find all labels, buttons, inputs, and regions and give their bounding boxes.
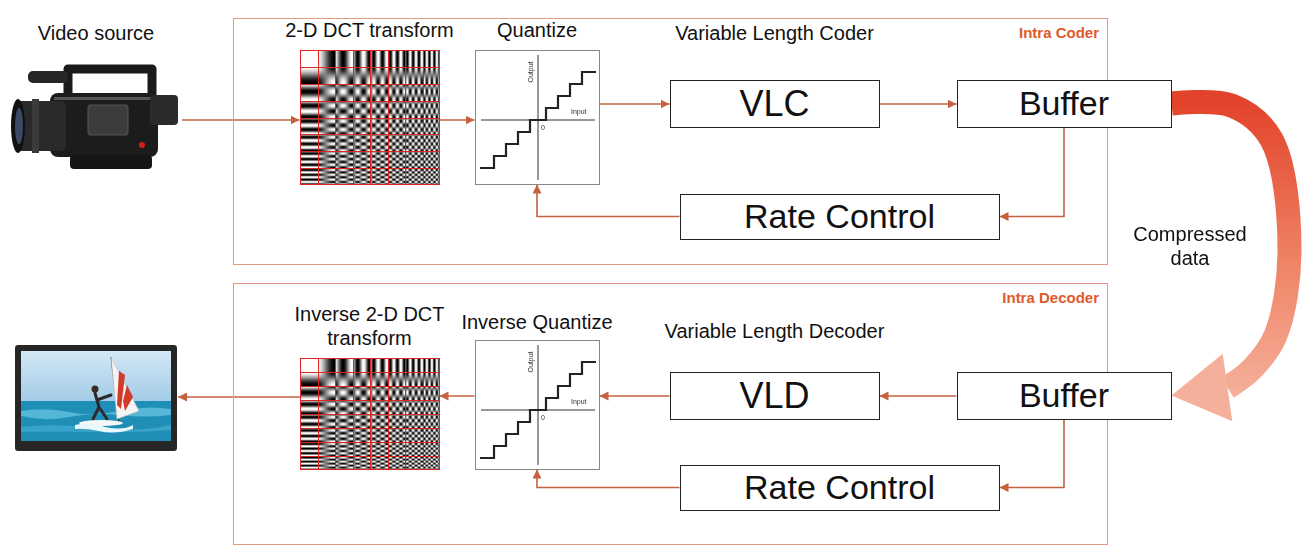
monitor-sky <box>21 351 171 441</box>
camera-illustration <box>10 55 182 190</box>
plot-frame <box>475 340 599 469</box>
connector <box>1000 420 1065 488</box>
camera-highlight <box>54 97 154 100</box>
monitor-bezel <box>15 345 177 451</box>
camera-lens-ring <box>32 99 39 153</box>
connector <box>600 396 670 397</box>
axis-label: Output <box>527 351 535 372</box>
dct-block: 2-D DCT transform <box>300 50 440 185</box>
block-heading: Video source <box>38 21 154 45</box>
coder-region: Intra Coder2-D DCT transformQuantizeVari… <box>233 18 1108 265</box>
block-heading: 2-D DCT transform <box>285 18 454 42</box>
surfer-head <box>92 386 99 393</box>
axis-label: Input <box>571 108 587 116</box>
axis-label: 0 <box>541 124 545 132</box>
quantizer-staircase <box>480 362 596 458</box>
sail <box>111 357 139 419</box>
connector-line <box>1000 128 1065 217</box>
dct-basis-image <box>300 358 440 470</box>
camera-microphone <box>28 71 68 83</box>
connector-line <box>440 395 475 397</box>
y-axis <box>537 345 538 465</box>
connector <box>440 396 475 397</box>
process-box: Variable Length DecoderVLD <box>670 372 880 420</box>
spray <box>75 423 133 432</box>
connector <box>537 185 680 217</box>
buffer-box: Buffer <box>957 372 1172 420</box>
connector-line <box>182 119 300 121</box>
monitor-sea <box>21 401 171 441</box>
decoder-region: Intra DecoderInverse 2-D DCT transformIn… <box>233 283 1108 545</box>
box-label: VLD <box>739 376 809 416</box>
box-label: Rate Control <box>744 198 935 235</box>
camera-lens-hood <box>11 99 25 153</box>
block-heading: Variable Length Decoder <box>665 319 885 343</box>
monitor-illustration <box>15 345 177 451</box>
plot-frame <box>475 50 599 184</box>
dct-basis-image <box>300 50 440 185</box>
camera-lens-glass <box>15 108 23 144</box>
process-box: Rate Control <box>680 194 1000 240</box>
buffer-box: Buffer <box>957 80 1172 128</box>
camera-body <box>50 93 158 157</box>
box-label: Buffer <box>1019 85 1109 122</box>
quantizer-block: Quantize <box>475 50 600 185</box>
connector <box>600 104 670 105</box>
axis-label: 0 <box>541 414 545 422</box>
sail-stripe <box>123 385 133 411</box>
dct-block: Inverse 2-D DCT transform <box>300 358 440 470</box>
connector <box>880 104 957 105</box>
quantizer-staircase <box>480 72 596 168</box>
box-label: Buffer <box>1019 377 1109 414</box>
connector-line <box>600 395 670 397</box>
camera-grip <box>70 155 152 169</box>
block-heading: Inverse Quantize <box>461 310 612 334</box>
quantizer-plot <box>475 50 600 185</box>
connector-line <box>600 103 670 105</box>
connector <box>182 120 300 121</box>
connector-line <box>880 395 957 397</box>
camera-lcd <box>88 105 128 135</box>
block-heading: Variable Length Coder <box>675 21 874 45</box>
data-flow-head <box>1172 354 1233 421</box>
camera-viewfinder <box>150 95 178 125</box>
camera-handle <box>68 69 152 95</box>
axis-label: Output <box>527 61 535 82</box>
connector <box>537 470 680 488</box>
region-title: Intra Decoder <box>1002 289 1099 306</box>
connector-line <box>1000 420 1065 488</box>
connector-line <box>880 103 957 105</box>
connector <box>1000 128 1065 217</box>
process-box: Rate Control <box>680 465 1000 511</box>
region-title: Intra Coder <box>1019 24 1099 41</box>
surfer-body <box>93 393 111 419</box>
box-label: VLC <box>739 84 809 124</box>
block-heading: Quantize <box>497 18 577 42</box>
connector-line <box>537 185 680 217</box>
output-arrow <box>178 396 300 398</box>
axis-label: Input <box>571 398 587 406</box>
connector-line <box>440 119 475 121</box>
block-heading: Inverse 2-D DCT transform <box>290 302 450 350</box>
camera-node: Video source <box>10 55 182 190</box>
process-box: Variable Length CoderVLC <box>670 80 880 128</box>
edge-label: Compressed data <box>1125 222 1255 270</box>
camera-record-light <box>139 142 145 148</box>
connector <box>440 120 475 121</box>
box-label: Rate Control <box>744 469 935 506</box>
connector <box>880 396 957 397</box>
y-axis <box>537 55 538 180</box>
connector-line <box>537 470 680 488</box>
